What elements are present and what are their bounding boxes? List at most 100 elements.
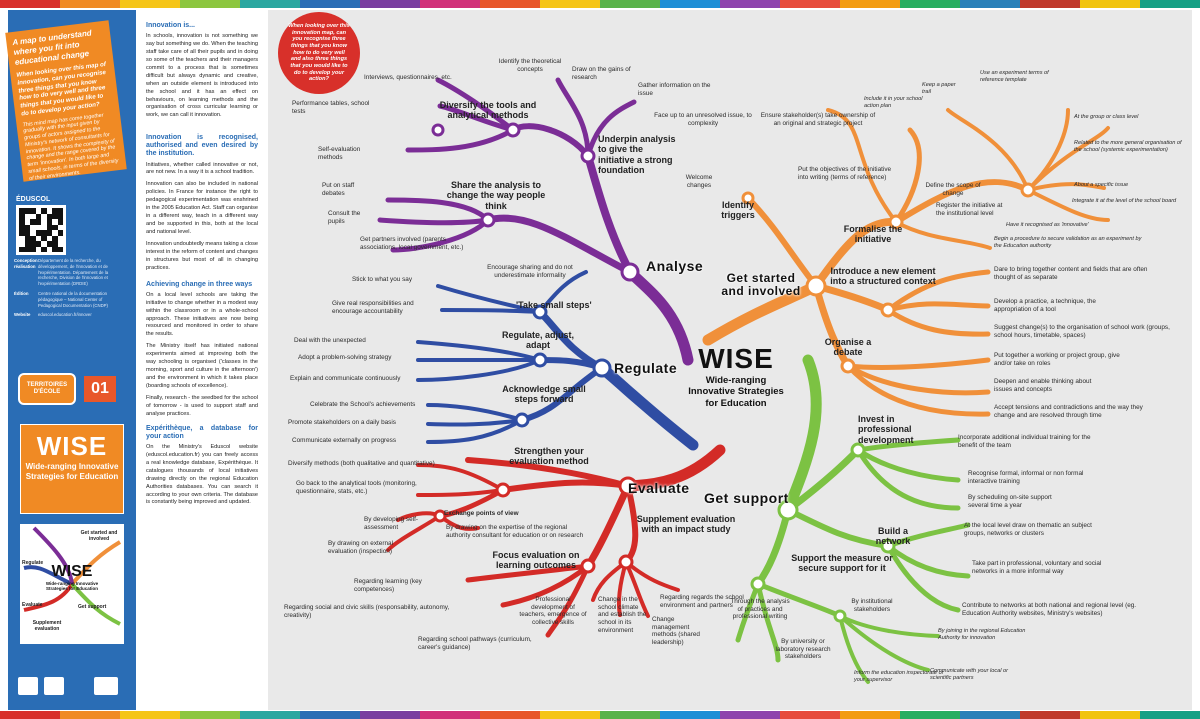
leaf: Begin a procedure to secure validation a…	[994, 236, 1142, 249]
qr-cell	[19, 219, 25, 225]
qr-cell	[35, 208, 41, 214]
stripe-segment	[1020, 711, 1080, 719]
qr-cell	[52, 219, 58, 225]
branch-diversify: Diversify the tools and analytical metho…	[439, 100, 537, 121]
hub-get-support[interactable]: Get support	[704, 490, 789, 506]
qr-cell	[24, 208, 30, 214]
stripe-segment	[600, 0, 660, 8]
leaf: Define the scope of change	[925, 182, 981, 197]
leaf: Change management methods (shared leader…	[652, 616, 700, 647]
leaf: Professional development of teachers, em…	[519, 596, 587, 627]
leaf: Related to the more general organisation…	[1074, 140, 1182, 153]
stripe-segment	[1080, 711, 1140, 719]
qr-cell	[46, 241, 52, 247]
stripe-segment	[1140, 0, 1200, 8]
qr-cell	[41, 246, 47, 252]
leaf: At the group or class level	[1074, 114, 1139, 120]
qr-cell	[57, 235, 63, 241]
section-title-recognised: Innovation is recognised, authorised and…	[146, 134, 258, 158]
stripe-segment	[1080, 0, 1140, 8]
stripe-segment	[180, 711, 240, 719]
qr-cell	[52, 224, 58, 230]
qr-cell	[41, 230, 47, 236]
qr-cell	[30, 235, 36, 241]
qr-cell	[46, 208, 52, 214]
leaf: Put the objectives of the initiative int…	[798, 166, 892, 181]
qr-cell	[19, 241, 25, 247]
leaf: Through the analysis of practices and pr…	[730, 598, 790, 621]
map-thumbnail[interactable]: Get started and involved Regulate WISE W…	[20, 524, 124, 644]
branch-introduce: Introduce a new element into a structure…	[830, 266, 936, 287]
hub-analyse[interactable]: Analyse	[646, 258, 704, 274]
leaf: Have it recognised as 'innovative'	[1006, 222, 1089, 228]
credit-label: Website	[14, 312, 31, 318]
qr-cell	[19, 208, 25, 214]
leaf: Regarding learning (key competences)	[354, 578, 422, 593]
stripe-segment	[420, 711, 480, 719]
branch-underpin: Underpin analysis to give the initiative…	[598, 134, 676, 176]
stripe-segment	[360, 0, 420, 8]
hub-regulate[interactable]: Regulate	[614, 360, 678, 376]
thumb-label-top: Get started and involved	[80, 530, 118, 542]
mind-map-branches	[377, 77, 1110, 684]
thumb-label-bottom: Supplement evaluation	[32, 620, 62, 632]
qr-cell	[24, 219, 30, 225]
qr-cell	[19, 224, 25, 230]
qr-cell	[46, 235, 52, 241]
hub-get-started[interactable]: Get started and involved	[721, 271, 801, 298]
series-header: TERRITOIRES D'ÉCOLE 01	[18, 364, 118, 414]
qr-cell	[52, 241, 58, 247]
qr-cell	[41, 224, 47, 230]
branch-formalise: Formalise the initiative	[843, 224, 903, 245]
stripe-segment	[540, 0, 600, 8]
leaf: Communicate with your local or scientifi…	[930, 668, 1009, 681]
stripe-segment	[660, 711, 720, 719]
qr-cell	[41, 241, 47, 247]
qr-cell	[35, 224, 41, 230]
leaf: About a specific issue	[1074, 182, 1129, 188]
issue-number: 01	[84, 376, 116, 402]
paragraph: In schools, innovation is not something …	[146, 33, 258, 119]
stripe-segment	[480, 0, 540, 8]
qr-cell	[24, 241, 30, 247]
leaf: Take part in professional, voluntary and…	[972, 560, 1102, 575]
top-color-stripe	[0, 0, 1200, 8]
eduscol-label: ÉDUSCOL	[16, 196, 51, 203]
branch-focus: Focus evaluation on learning outcomes	[492, 550, 580, 571]
qr-cell	[19, 235, 25, 241]
hub-evaluate[interactable]: Evaluate	[628, 480, 690, 496]
stripe-segment	[180, 0, 240, 8]
qr-cell	[35, 241, 41, 247]
qr-code-icon[interactable]	[16, 205, 66, 255]
center-wise: WISE	[698, 343, 774, 374]
qr-cell	[57, 224, 63, 230]
leaf: Celebrate the School's achievements	[310, 401, 416, 408]
leaf: Get partners involved (parents associati…	[360, 236, 464, 251]
branch-invest: Invest in professional development	[858, 414, 914, 445]
leaf: Go back to the analytical tools (monitor…	[296, 480, 417, 495]
leaf: Welcome changes	[685, 174, 713, 189]
stripe-segment	[960, 711, 1020, 719]
stripe-segment	[60, 711, 120, 719]
qr-cell	[30, 246, 36, 252]
qr-cell	[30, 219, 36, 225]
section-title-innovation: Innovation is...	[146, 22, 196, 29]
leaf: Change in the school climate and establi…	[598, 596, 647, 634]
leaf: Put on staff debates	[322, 182, 355, 197]
intro-small: This mind map has come together graduall…	[22, 112, 119, 182]
qr-cell	[57, 208, 63, 214]
leaf: By developing self-assessment	[364, 516, 418, 531]
qr-cell	[52, 246, 58, 252]
stripe-segment	[840, 0, 900, 8]
wise-title: WISE	[36, 431, 108, 461]
center-subtitle: Wide-ranging Innovative Strategies for E…	[688, 375, 784, 409]
section-title-change: Achieving change in three ways	[146, 280, 253, 288]
stripe-segment	[900, 0, 960, 8]
stripe-segment	[900, 711, 960, 719]
leaf: Include it in your school action plan	[864, 96, 923, 109]
paragraph: On a local level schools are taking the …	[146, 291, 258, 338]
stripe-segment	[600, 711, 660, 719]
leaf: By scheduling on-site support several ti…	[968, 494, 1052, 509]
leaf: Develop a practice, a technique, the app…	[994, 298, 1096, 313]
branch-build: Build a network	[875, 526, 911, 547]
